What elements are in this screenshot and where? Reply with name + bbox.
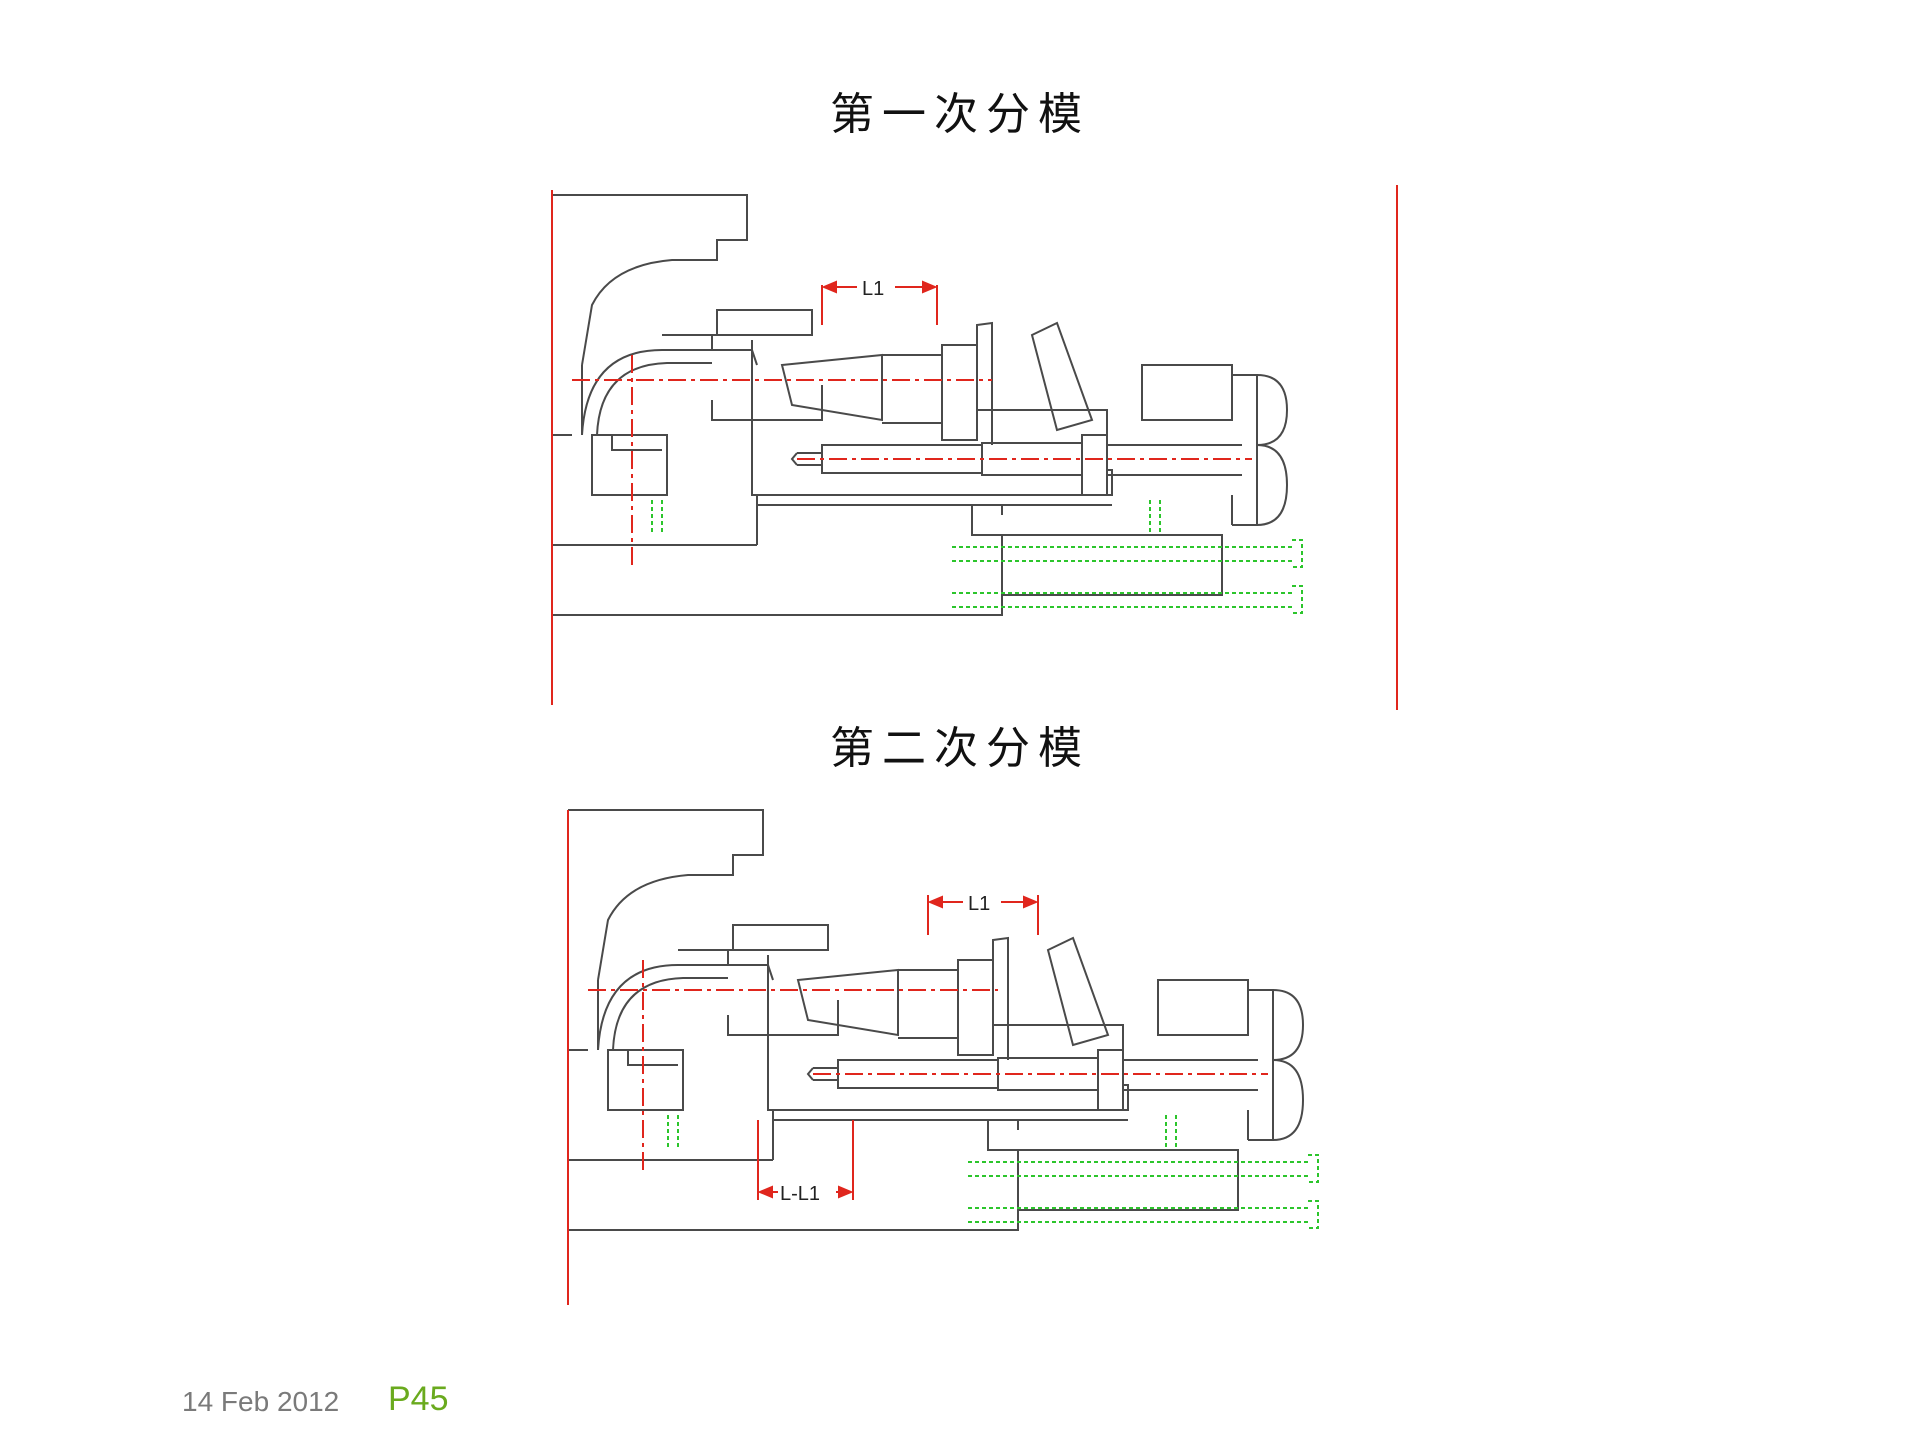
diagram-2-dim-l-l1: L-L1 xyxy=(780,1183,820,1205)
diagram-2-dim-l1: L1 xyxy=(968,893,990,915)
footer-page-number: P45 xyxy=(388,1380,449,1418)
footer-date: 14 Feb 2012 xyxy=(182,1386,340,1417)
diagram-1-dim-l1: L1 xyxy=(862,278,884,300)
diagram-2-title: 第二次分模 xyxy=(830,723,1090,774)
diagram-1-title: 第一次分模 xyxy=(830,89,1090,140)
